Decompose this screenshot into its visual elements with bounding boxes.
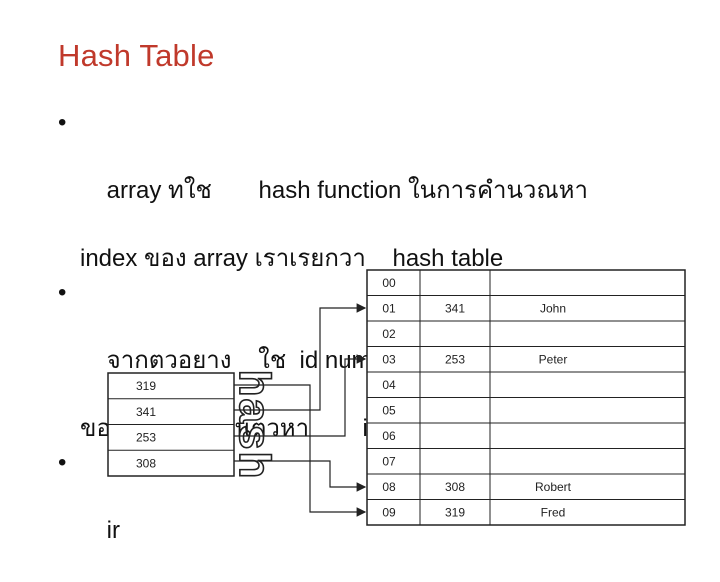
hash-table: 00 01 341 John 02 03 253 Peter 04 05 06 07 08 308 Robe… [366,269,686,526]
table-index-cell: 04 [382,378,396,392]
key-cell: 253 [136,431,156,445]
key-cell: 341 [136,405,156,419]
table-index-cell: 02 [382,327,396,341]
table-name-cell: Peter [539,353,568,367]
svg-text:hash: hash [230,370,279,481]
table-index-cell: 03 [382,353,396,367]
bullet-continuation: index ของ array เราเรยกวา hash table [80,245,504,272]
arrow-319 [234,384,367,517]
table-index-cell: 00 [382,276,396,290]
table-id-cell: 319 [445,506,465,520]
table-name-cell: John [540,302,566,316]
key-cell: 319 [136,379,156,393]
table-name-cell: Fred [541,506,566,520]
hash-table-diagram: 319 341 253 308 hash 00 01 341 John 02 03 253 Pete… [107,269,686,526]
bullet-text: ir [106,517,120,544]
table-index-cell: 07 [382,455,396,469]
arrow-341 [234,303,367,411]
table-index-cell: 06 [382,429,396,443]
bullet-marker: • [58,449,67,476]
table-id-cell: 308 [445,480,465,494]
arrow-308 [234,460,367,492]
key-cell: 308 [136,456,156,470]
bullet-marker: • [58,279,67,306]
table-index-cell: 05 [382,404,396,418]
keys-box: 319 341 253 308 [107,372,235,477]
slide-title: Hash Table [58,38,215,73]
table-id-cell: 341 [445,302,465,316]
bullet-marker: • [58,109,67,136]
bullet-item: • array ทใช hash function ในการคำนวณหา [58,106,708,242]
arrow-253 [234,354,367,437]
table-index-cell: 08 [382,480,396,494]
hash-function-label: hash [229,369,280,481]
table-index-cell: 01 [382,302,396,316]
bullet-text: array ทใช hash function ในการคำนวณหา [106,177,588,204]
table-name-cell: Robert [535,480,572,494]
table-index-cell: 09 [382,506,396,520]
arrows [234,303,367,517]
table-id-cell: 253 [445,353,465,367]
bullet-item: • ir [58,446,708,582]
